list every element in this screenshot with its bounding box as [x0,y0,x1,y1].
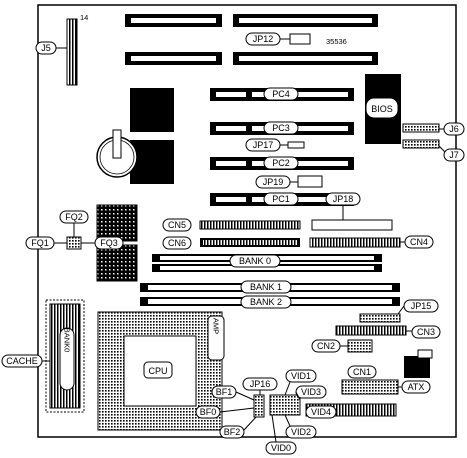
cn2: CN2 [311,339,373,353]
atx-label: ATX [408,382,425,392]
vid1-label: VID1 [291,371,311,381]
pci-slots: PC4 PC3 PC2 PC1 [210,87,354,206]
vid2-label: VID2 [291,427,311,437]
fq-jumpers: FQ2 FQ1 FQ3 [25,210,124,250]
jp17-label: JP17 [253,140,274,150]
jp12-label: JP12 [253,34,274,44]
jp12: JP12 35536 [245,32,347,46]
fq2-label: FQ2 [65,212,83,222]
top-slots [125,14,378,65]
fq1-label: FQ1 [31,238,49,248]
jp19: JP19 [255,175,323,189]
bios-chip: BIOS [365,74,401,144]
cn4: CN4 [309,235,434,249]
bank0-label: BANK 0 [239,256,271,266]
j5-label: J5 [41,43,51,53]
j5-header: 14 J5 [35,13,88,86]
cn1-label: CN1 [353,367,371,377]
chip-dotted-lower [96,244,138,282]
bf1-label: BF1 [216,387,233,397]
pc4-label: PC4 [272,89,290,99]
chip-dotted-upper [96,204,138,242]
jp18: JP18 [311,192,393,231]
pc2-label: PC2 [272,158,290,168]
vid0-label: VID0 [271,443,291,453]
jp15-label: JP15 [411,301,432,311]
bf0-label: BF0 [200,407,217,417]
memory-banks: BANK 0 BANK 1 BANK 2 [140,254,400,309]
cn4-label: CN4 [410,237,428,247]
cache-module: BANK0 CACHE [1,299,85,413]
pin14-label: 14 [80,13,88,22]
cn3: CN3 [335,325,441,339]
cn5-label: CN5 [168,220,186,230]
j7-label: J7 [449,150,459,160]
bios-label: BIOS [371,104,393,114]
jp18-label: JP18 [333,194,354,204]
bank2-label: BANK 2 [250,297,282,307]
jp19-label: JP19 [263,177,284,187]
cn5-cn6: CN5 CN6 [162,218,301,250]
cache-label: CACHE [6,356,38,366]
pc1-label: PC1 [272,194,290,204]
atx-connector: ATX [341,349,433,395]
j6-label: J6 [449,124,459,134]
bf2-label: BF2 [224,427,241,437]
j6-j7: J6 J7 [402,122,465,162]
vid3-label: VID3 [301,387,321,397]
chip-upper [130,88,174,132]
bank1-label: BANK 1 [250,282,282,292]
jp17: JP17 [245,138,305,152]
pc3-label: PC3 [272,123,290,133]
jp15: JP15 [359,299,439,323]
vid4-label: VID4 [311,407,331,417]
board-number: 35536 [326,37,347,46]
cache-bank-label: BANK0 [63,328,72,353]
bottom-jumpers: JP16 BF1 BF0 BF2 VID1 VID3 VID4 VID2 VID… [195,369,397,455]
cn1: CN1 [347,365,377,379]
fq3-label: FQ3 [100,238,118,248]
cpu-label: CPU [148,366,167,376]
jp16-label: JP16 [250,379,271,389]
amp-label: AMP [212,318,221,334]
cn3-label: CN3 [417,327,435,337]
chip-lower [130,140,174,184]
cn2-label: CN2 [317,341,335,351]
battery [96,129,138,178]
cn6-label: CN6 [168,238,186,248]
